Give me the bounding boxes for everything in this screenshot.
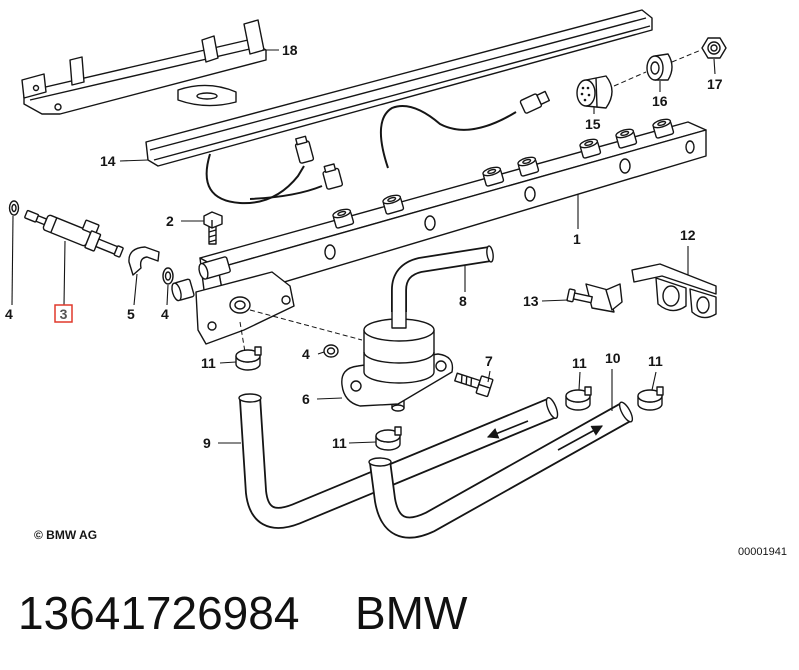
wire-connector bbox=[519, 90, 551, 114]
hose-part-8 bbox=[391, 245, 494, 312]
callout-label: 2 bbox=[166, 213, 174, 229]
holder-part-12 bbox=[631, 263, 717, 319]
highlighted-callout-label: 3 bbox=[60, 306, 68, 322]
wiring-harness bbox=[205, 90, 551, 205]
highlight-box bbox=[54, 304, 73, 323]
callout-labels: 18 14 15 16 17 1 2 12 4 5 4 8 13 4 7 11 … bbox=[5, 42, 723, 451]
callout-label: 16 bbox=[652, 93, 668, 109]
callout-label: 11 bbox=[572, 355, 587, 371]
fuel-rail-part-1 bbox=[171, 118, 707, 345]
callout-label: 1 bbox=[573, 231, 581, 247]
drawing-number: 00001941 bbox=[738, 546, 787, 558]
seal-ring-part-4 bbox=[162, 267, 174, 285]
callout-label: 6 bbox=[302, 391, 310, 407]
injector-cup bbox=[579, 138, 602, 159]
assembly-line bbox=[671, 49, 702, 63]
callout-label: 8 bbox=[459, 293, 467, 309]
hose-clamp-part-11 bbox=[235, 346, 262, 371]
bolt bbox=[566, 288, 593, 304]
grommet-part-16 bbox=[646, 53, 673, 81]
callout-label: 15 bbox=[585, 116, 601, 132]
callout-label: 18 bbox=[282, 42, 298, 58]
injector-cup bbox=[382, 194, 405, 215]
assembly-line bbox=[249, 309, 363, 341]
bracket-part-13 bbox=[566, 283, 623, 313]
bracket-part-18 bbox=[21, 19, 267, 115]
hose-part-10 bbox=[368, 401, 634, 539]
nut-part-17 bbox=[701, 37, 727, 59]
leader-lines bbox=[11, 49, 716, 444]
rail-end-cup bbox=[198, 256, 231, 280]
brand-name: BMW bbox=[355, 587, 468, 639]
connector-part-15 bbox=[576, 75, 613, 109]
injector-part-3 bbox=[24, 209, 124, 258]
assembly-line bbox=[239, 321, 246, 353]
seal-ring-part-4 bbox=[8, 200, 20, 216]
wire-connector bbox=[322, 163, 344, 190]
rail-mount-bracket bbox=[195, 271, 295, 345]
hose-clamp-part-11 bbox=[565, 386, 592, 411]
callout-label: 5 bbox=[127, 306, 135, 322]
callout-label: 4 bbox=[302, 346, 310, 362]
flow-arrow-left bbox=[486, 420, 529, 439]
callout-label: 14 bbox=[100, 153, 116, 169]
injector-cup bbox=[332, 208, 355, 229]
copyright-text: © BMW AG bbox=[34, 528, 97, 542]
injector-cup bbox=[482, 166, 505, 187]
callout-label: 7 bbox=[485, 353, 493, 369]
flow-arrow-right bbox=[557, 425, 603, 451]
callout-label: 10 bbox=[605, 350, 621, 366]
injector-cup bbox=[517, 156, 540, 177]
callout-label: 4 bbox=[161, 306, 169, 322]
injector-cup bbox=[652, 118, 675, 139]
callout-label: 4 bbox=[5, 306, 13, 322]
wire-connector bbox=[294, 135, 315, 164]
part-number: 13641726984 bbox=[18, 587, 299, 639]
bolt-part-2 bbox=[203, 211, 223, 245]
fuel-inlet bbox=[171, 278, 195, 302]
callout-label: 11 bbox=[201, 355, 216, 371]
callout-label: 11 bbox=[648, 353, 663, 369]
clip-part-5 bbox=[128, 246, 160, 276]
callout-label: 17 bbox=[707, 76, 723, 92]
hose-clamp-part-11 bbox=[637, 386, 664, 411]
callout-label: 13 bbox=[523, 293, 539, 309]
assembly-line bbox=[613, 71, 647, 87]
callout-label: 11 bbox=[332, 435, 347, 451]
callout-label: 12 bbox=[680, 227, 696, 243]
injector-cup bbox=[615, 128, 638, 149]
pressure-regulator-part-6 bbox=[341, 305, 454, 412]
hose-clamp-part-11 bbox=[375, 426, 402, 451]
hose-part-9 bbox=[238, 393, 559, 529]
seal-ring-part-4 bbox=[323, 344, 339, 358]
callout-label: 9 bbox=[203, 435, 211, 451]
